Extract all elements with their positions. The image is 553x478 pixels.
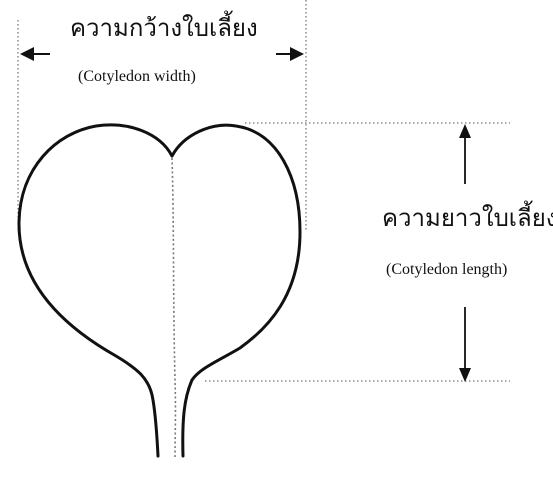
cotyledon-length-label-english: (Cotyledon length) (386, 261, 508, 278)
width-arrow-left (20, 47, 50, 61)
cotyledon-width-label-thai: ความกว้างใบเลี้ยง (70, 14, 258, 42)
cotyledon-midrib (171, 157, 177, 459)
length-arrow-top (459, 124, 471, 184)
width-arrow-right (276, 47, 304, 61)
length-arrow-bottom (459, 307, 471, 382)
cotyledon-width-label-english: (Cotyledon width) (78, 68, 196, 85)
cotyledon-outline (17, 123, 302, 458)
cotyledon-length-label-thai: ความยาวใบเลี้ยง (382, 204, 553, 232)
